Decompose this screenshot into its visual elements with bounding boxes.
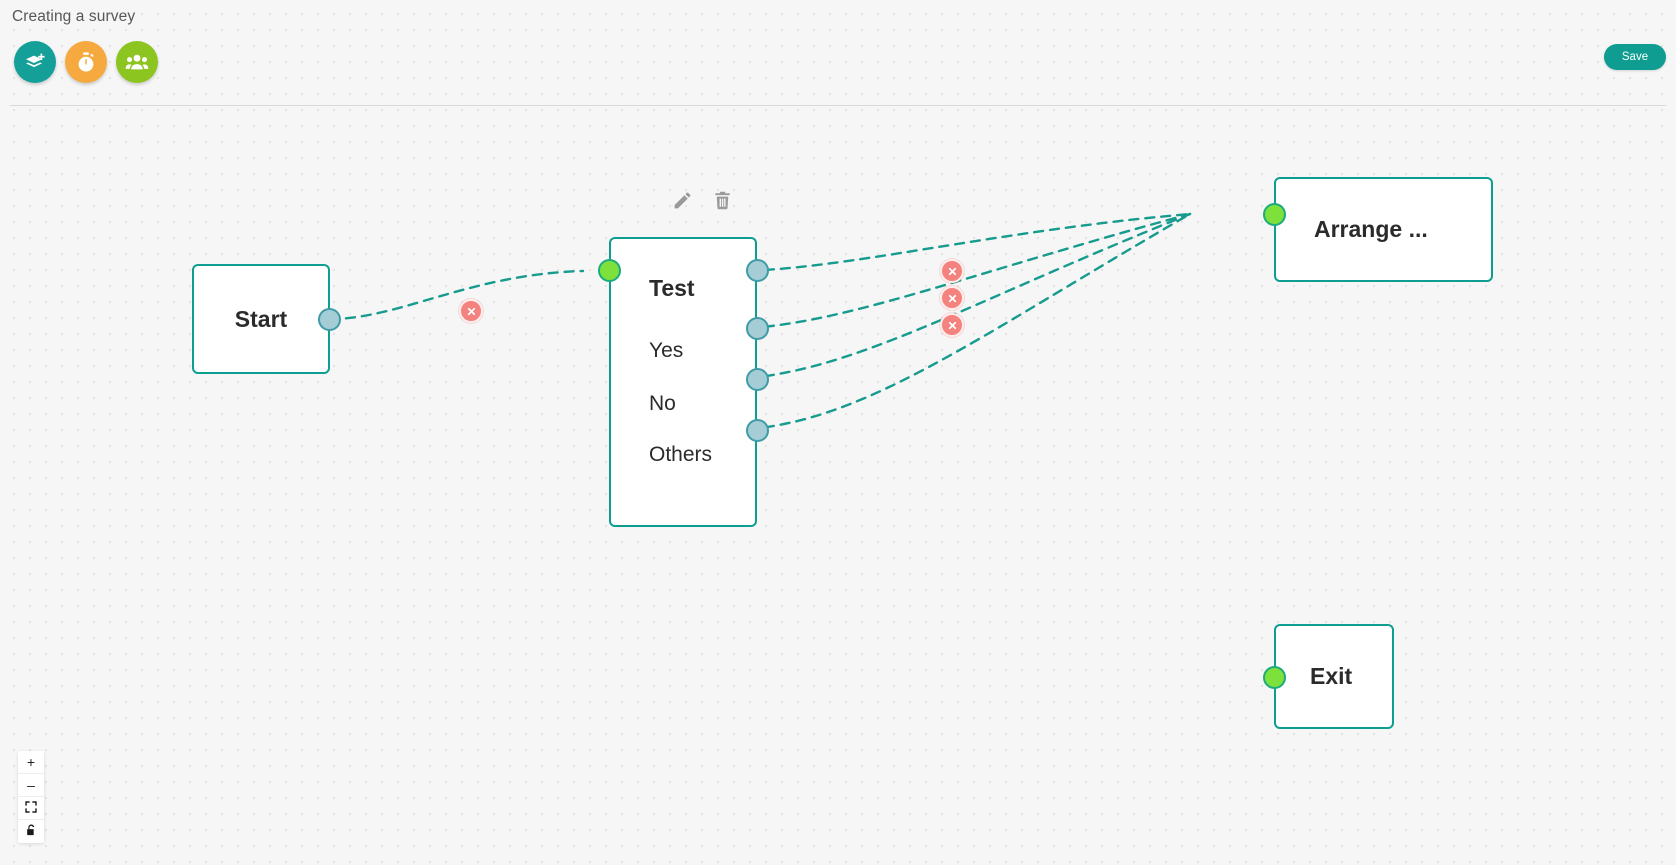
audience-icon: [125, 50, 149, 74]
node-exit[interactable]: Exit: [1274, 624, 1394, 729]
timer-button[interactable]: [65, 41, 107, 83]
edge-delete-button-test-arrange-3[interactable]: [940, 313, 964, 337]
node-start-label: Start: [234, 305, 288, 332]
node-test-option-no: No: [649, 392, 676, 415]
add-survey-icon: [23, 50, 47, 74]
header: Creating a survey: [0, 0, 1676, 106]
timer-icon: [74, 50, 98, 74]
node-exit-label: Exit: [1310, 663, 1353, 689]
lock-icon: [25, 824, 37, 839]
fit-view-button[interactable]: [18, 797, 44, 820]
save-button[interactable]: Save: [1604, 44, 1666, 70]
node-test-label: Test: [649, 275, 695, 301]
node-test-input-port[interactable]: [598, 259, 621, 282]
node-arrange-label: Arrange ...: [1314, 216, 1428, 242]
zoom-out-icon: –: [27, 777, 35, 793]
add-survey-button[interactable]: [14, 41, 56, 83]
header-divider: [10, 105, 1666, 106]
zoom-out-button[interactable]: –: [18, 774, 44, 797]
node-start[interactable]: Start: [192, 264, 330, 374]
node-test-output-port-others[interactable]: [746, 419, 769, 442]
fit-view-icon: [25, 801, 37, 815]
node-test-output-port-yes[interactable]: [746, 317, 769, 340]
node-arrange[interactable]: Arrange ...: [1274, 177, 1493, 282]
edit-icon[interactable]: [672, 190, 693, 211]
node-test-option-yes: Yes: [649, 339, 684, 362]
audience-button[interactable]: [116, 41, 158, 83]
edge-start-test: [328, 269, 585, 321]
node-arrange-input-port[interactable]: [1263, 203, 1286, 226]
node-start-output-port[interactable]: [318, 308, 341, 331]
node-test-output-port-no[interactable]: [746, 368, 769, 391]
zoom-in-icon: +: [26, 754, 36, 770]
node-test-output-port[interactable]: [746, 259, 769, 282]
lock-button[interactable]: [18, 820, 44, 843]
node-exit-input-port[interactable]: [1263, 666, 1286, 689]
view-controls: + –: [18, 751, 44, 843]
edge-delete-button-start-test[interactable]: [459, 299, 483, 323]
node-test[interactable]: Test Yes No Others: [609, 237, 757, 527]
flow-canvas[interactable]: Start Test Yes No Others: [0, 106, 1676, 865]
node-test-option-others: Others: [649, 443, 713, 466]
node-test-actions: [672, 190, 733, 211]
page-title: Creating a survey: [12, 8, 136, 25]
edge-delete-button-test-arrange-1[interactable]: [940, 259, 964, 283]
zoom-in-button[interactable]: +: [18, 751, 44, 774]
delete-icon[interactable]: [712, 190, 733, 211]
edge-test-arrange: [731, 212, 1192, 273]
edge-delete-button-test-arrange-2[interactable]: [940, 286, 964, 310]
